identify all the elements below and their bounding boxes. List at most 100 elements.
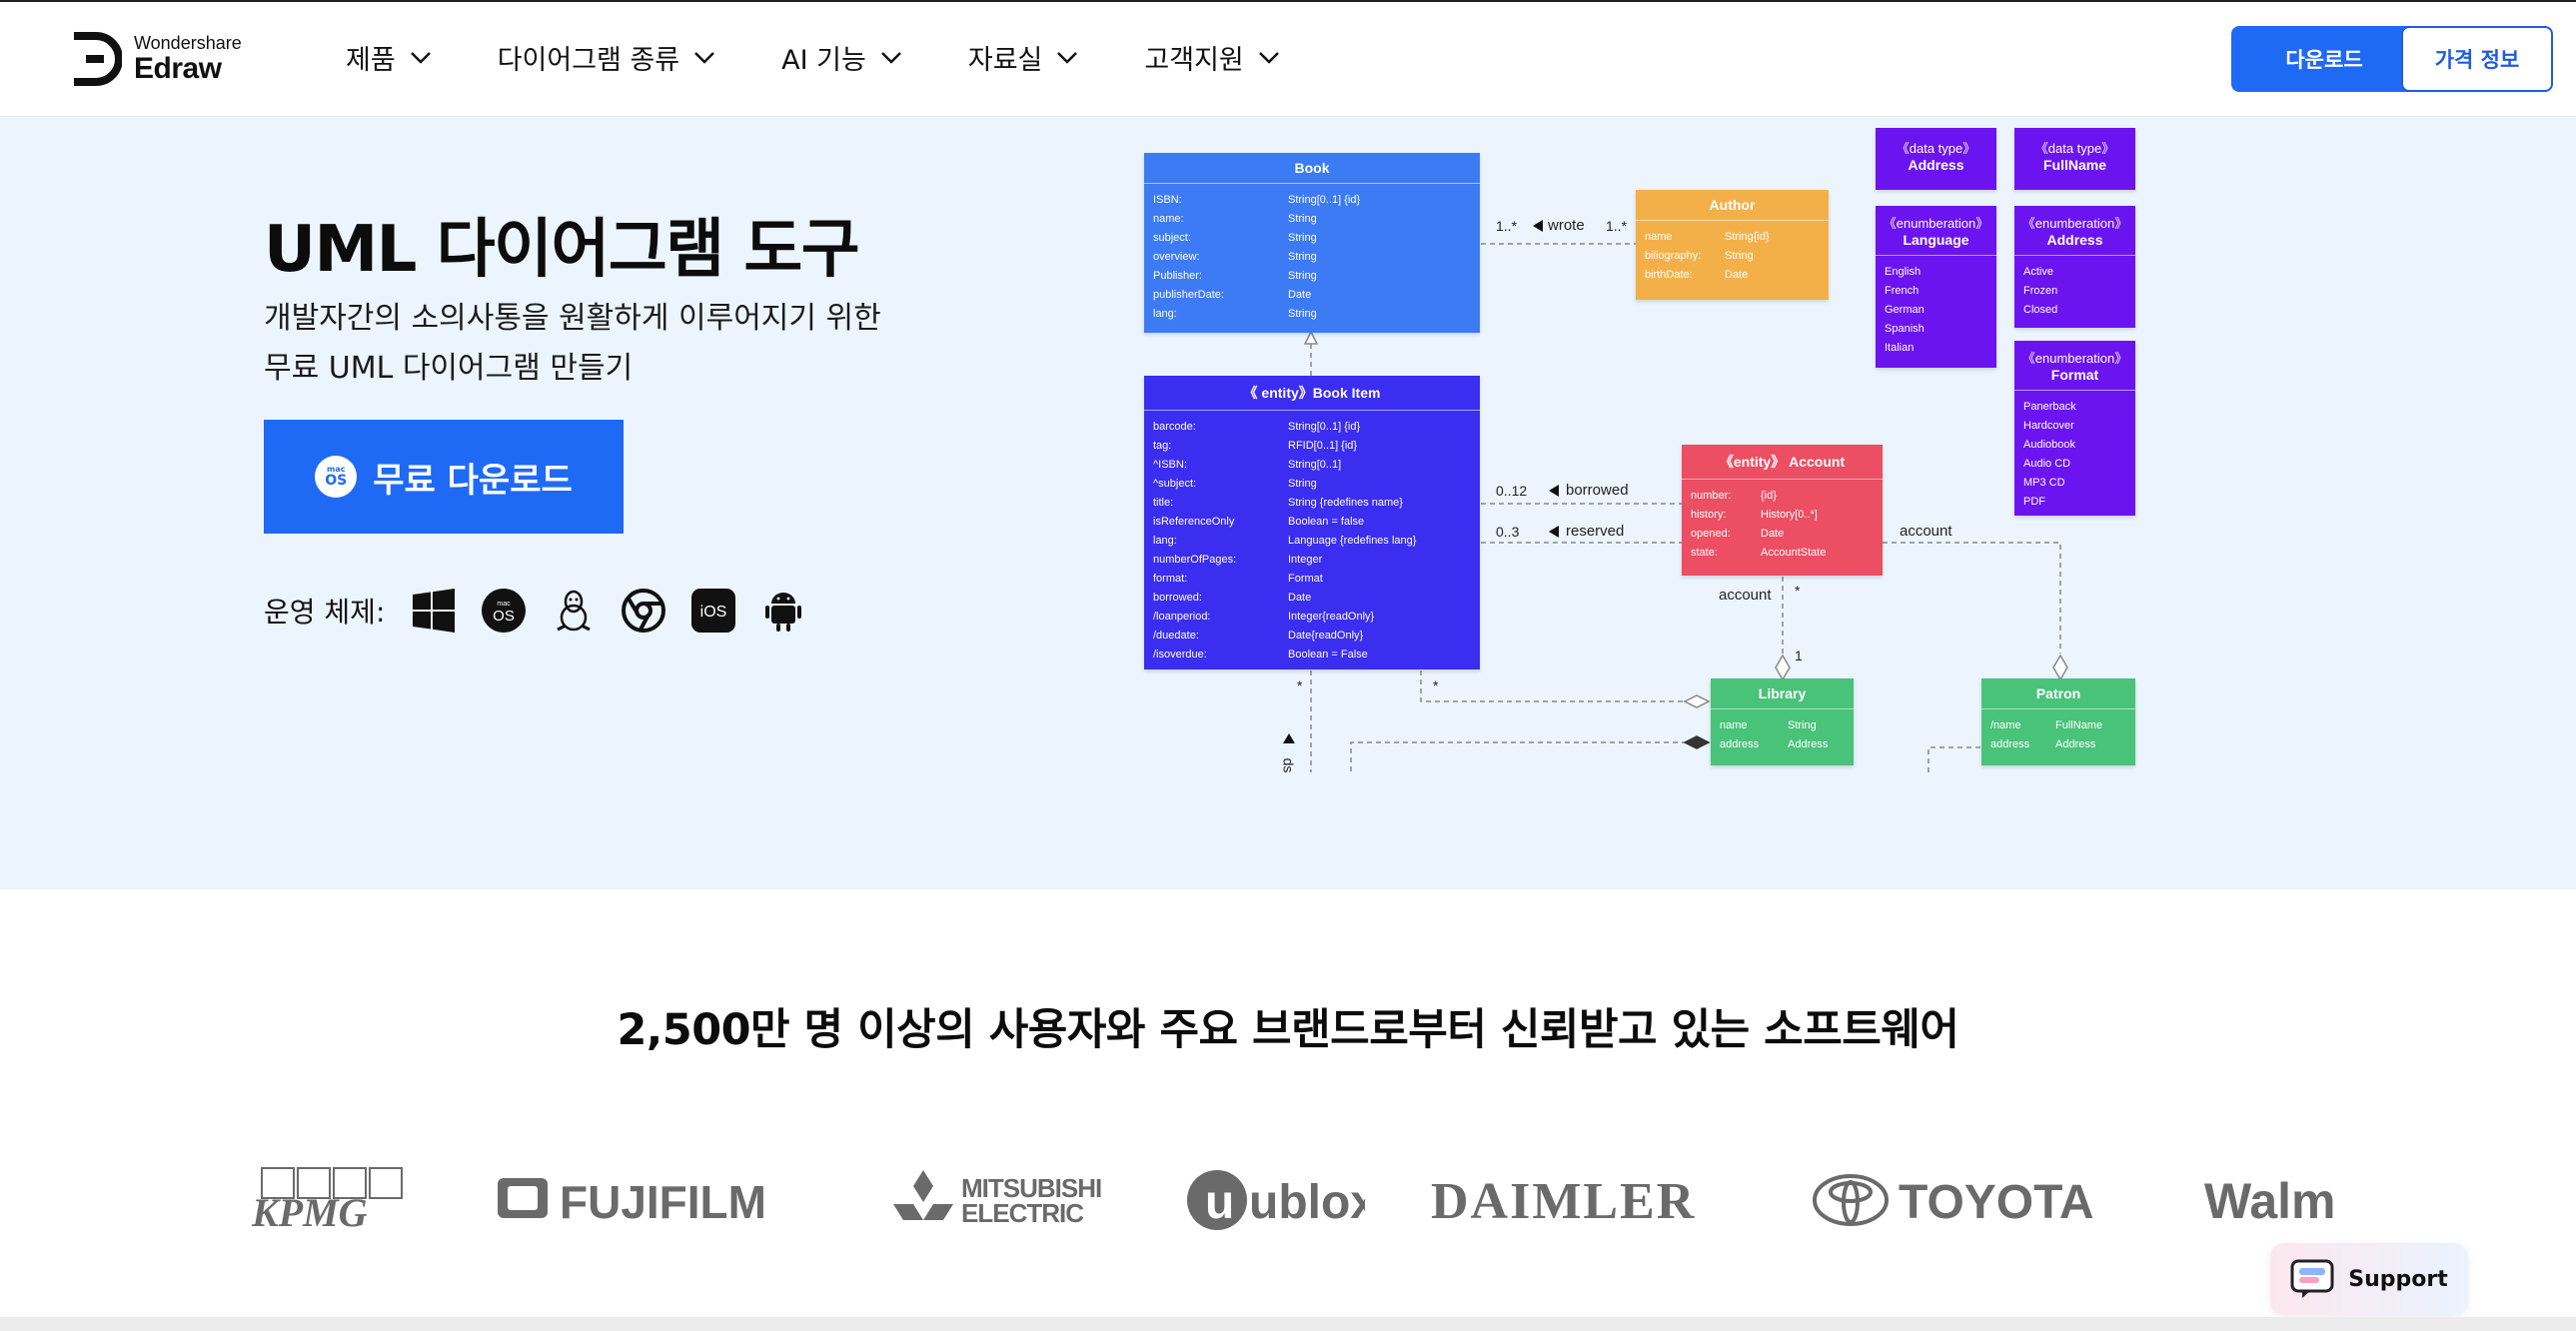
main-nav: 제품 다이어그램 종류 AI 기능 자료실 고객지원: [346, 38, 1346, 77]
uml-diagram-illustration: Book ISBN:String[0..1] {id} name:String …: [0, 118, 2576, 889]
windows-icon[interactable]: [411, 588, 457, 634]
uml-attr-name: /isoverdue:: [1153, 648, 1207, 661]
uml-attr-name: /duedate:: [1153, 629, 1199, 642]
uml-attr-name: name:: [1153, 212, 1184, 225]
chrome-icon[interactable]: [621, 588, 666, 634]
uml-class-title: Address: [1908, 157, 1964, 173]
nav-item-label: 자료실: [967, 45, 1043, 76]
uml-attr-name: name: [1720, 718, 1748, 731]
uml-attr-type: String[0..1]: [1288, 458, 1342, 471]
uml-attr-name: /loanperiod:: [1153, 610, 1211, 623]
nav-item-products[interactable]: 제품: [346, 38, 432, 77]
uml-attr-type: String: [1288, 231, 1317, 244]
uml-attr-name: title:: [1153, 496, 1174, 509]
svg-text:FUJIFILM: FUJIFILM: [560, 1176, 766, 1228]
uml-connectors: [1283, 220, 2068, 772]
uml-multiplicity: *: [1795, 583, 1801, 599]
uml-attr-name: format:: [1153, 572, 1188, 585]
uml-attr-name: name: [1645, 230, 1673, 243]
uml-attr-name: publisherDate:: [1153, 288, 1224, 301]
nav-item-support[interactable]: 고객지원: [1144, 38, 1279, 77]
uml-class-title: FullName: [2042, 157, 2106, 173]
svg-text:MITSUBISHI: MITSUBISHI: [961, 1173, 1101, 1203]
chevron-down-icon: [694, 51, 715, 64]
support-label: Support: [2348, 1266, 2448, 1292]
uml-enum-literal: French: [1885, 284, 1920, 297]
uml-attr-type: {id}: [1761, 489, 1777, 502]
uml-attr-name: borrowed:: [1153, 591, 1202, 604]
uml-attr-name: barcode:: [1153, 420, 1196, 433]
uml-enum-literal: Spanish: [1885, 322, 1925, 335]
uml-stereotype: 《data type》: [2034, 141, 2115, 156]
uml-enum-literal: Closed: [2023, 303, 2058, 316]
uml-class-title: Language: [1903, 232, 1969, 248]
download-button[interactable]: 다운로드: [2231, 26, 2417, 92]
uml-attr-type: Language {redefines lang}: [1288, 534, 1417, 547]
uml-enum-literal: Audio CD: [2023, 457, 2071, 470]
android-icon[interactable]: [760, 588, 806, 634]
hero-subtitle-line: 무료 UML 다이어그램 만들기: [264, 351, 634, 386]
nav-item-ai-features[interactable]: AI 기능: [781, 38, 902, 77]
uml-stereotype: 《data type》: [1896, 141, 1976, 156]
nav-item-diagram-types[interactable]: 다이어그램 종류: [498, 38, 715, 77]
nav-item-resources[interactable]: 자료실: [968, 38, 1079, 77]
walmart-logo: Walm: [2204, 1159, 2364, 1239]
uml-assoc-label-wrote: wrote: [1548, 217, 1585, 234]
uml-attr-type: Address: [2055, 737, 2096, 750]
logo-edraw-text: Edraw: [134, 52, 222, 85]
chevron-down-icon: [880, 51, 901, 64]
uml-attr-name: opened:: [1691, 527, 1731, 540]
uml-attr-type: Integer: [1288, 553, 1323, 566]
edraw-logo[interactable]: Wondershare Edraw: [70, 32, 242, 86]
uml-enum-literal: German: [1885, 303, 1925, 316]
uml-datatype-address: 《data type》 Address: [1876, 128, 1996, 190]
svg-text:ELECTRIC: ELECTRIC: [961, 1198, 1084, 1228]
uml-stereotype: 《enumberation》: [2021, 351, 2128, 366]
support-chat-button[interactable]: Support: [2270, 1243, 2468, 1315]
uml-enum-language: 《enumberation》 Language English French G…: [1876, 206, 1996, 368]
uml-multiplicity: 0..3: [1496, 524, 1520, 540]
uml-class-account: 《entity》 Account number:{id} history:His…: [1682, 445, 1883, 576]
uml-attr-name: number:: [1691, 489, 1732, 502]
uml-attr-name: lang:: [1153, 307, 1177, 320]
bottom-edge-bar: [0, 1317, 2576, 1331]
uml-stereotype: 《enumberation》: [2021, 216, 2128, 231]
uml-attr-type: String {redefines name}: [1288, 496, 1403, 509]
uml-attr-type: Integer{readOnly}: [1288, 610, 1375, 623]
linux-icon[interactable]: [551, 588, 597, 634]
uml-attr-name: ^ISBN:: [1153, 458, 1187, 471]
uml-multiplicity: 1: [1795, 648, 1803, 664]
uml-attr-type: Date: [1725, 268, 1749, 281]
uml-attr-name: Publisher:: [1153, 269, 1202, 282]
uml-assoc-label-reserved: reserved: [1566, 523, 1625, 540]
uml-attr-type: String: [1788, 718, 1817, 731]
nav-item-label: AI 기능: [781, 45, 866, 76]
svg-text:KPMG: KPMG: [251, 1190, 368, 1234]
uml-attr-name: isReferenceOnly: [1153, 515, 1235, 528]
uml-enum-literal: Audiobook: [2023, 438, 2075, 451]
uml-class-book: Book ISBN:String[0..1] {id} name:String …: [1144, 153, 1480, 333]
hero-section: Book ISBN:String[0..1] {id} name:String …: [0, 118, 2576, 889]
uml-multiplicity: *: [1433, 677, 1439, 693]
nav-item-label: 고객지원: [1144, 45, 1244, 76]
uml-datatype-fullname: 《data type》 FullName: [2014, 128, 2135, 190]
uml-attr-type: String[0..1] {id}: [1288, 420, 1361, 433]
uml-class-title: Address: [2046, 232, 2103, 248]
svg-text:TOYOTA: TOYOTA: [1899, 1176, 2094, 1229]
uml-multiplicity: 0..12: [1496, 483, 1528, 499]
hero-subtitle: 개발자간의 소의사통을 원활하게 이루어지기 위한 무료 UML 다이어그램 만…: [264, 294, 881, 394]
os-label: 운영 체제:: [264, 596, 386, 629]
svg-text:ublox: ublox: [1249, 1176, 1365, 1229]
pricing-button[interactable]: 가격 정보: [2401, 26, 2553, 92]
uml-class-book-item: 《 entity》Book Item barcode:String[0..1] …: [1144, 376, 1480, 669]
uml-attr-type: Format: [1288, 572, 1323, 585]
uml-attr-type: String: [1288, 307, 1317, 320]
uml-class-title: Book: [1144, 153, 1480, 184]
ios-icon[interactable]: iOS: [690, 588, 736, 634]
uml-enum-literal: English: [1885, 265, 1922, 278]
uml-attr-type: History[0..*]: [1761, 508, 1818, 521]
